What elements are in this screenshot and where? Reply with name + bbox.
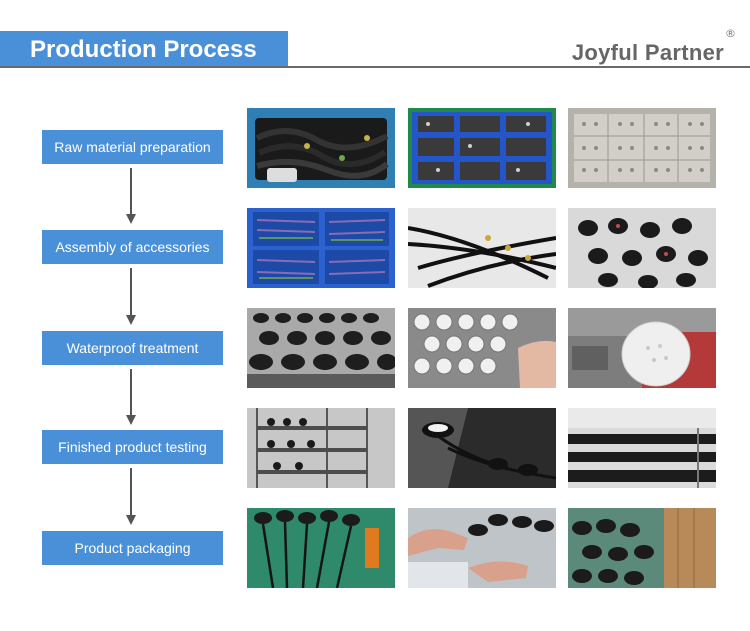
flow-arrow-2	[126, 268, 136, 326]
black-housings-photo	[247, 308, 395, 388]
step-packaging: Product packaging	[42, 531, 223, 565]
step-assembly: Assembly of accessories	[42, 230, 223, 264]
cable-bundle-photo	[247, 108, 395, 188]
hands-packaging-photo	[408, 508, 556, 588]
flow-arrow-1	[126, 168, 136, 226]
lit-lamp-photo	[408, 408, 556, 488]
blue-crate-wires-photo	[247, 208, 395, 288]
registered-mark: ®	[725, 27, 736, 40]
cable-assembly-photo	[408, 208, 556, 288]
potting-disc-photo	[568, 308, 716, 388]
steel-plates-photo	[568, 108, 716, 188]
flow-arrow-3	[126, 369, 136, 427]
header-banner	[0, 31, 288, 67]
header-divider	[0, 66, 750, 68]
boxed-lamps-photo	[568, 508, 716, 588]
flow-arrow-4	[126, 468, 136, 526]
step-raw-material: Raw material preparation	[42, 130, 223, 164]
lamp-rows-photo	[568, 408, 716, 488]
step-waterproof: Waterproof treatment	[42, 331, 223, 365]
step-testing: Finished product testing	[42, 430, 223, 464]
led-panels-photo	[408, 308, 556, 388]
brand-logo: Joyful Partner	[571, 40, 724, 65]
page-title: Production Process	[30, 36, 257, 63]
lamps-on-table-photo	[247, 508, 395, 588]
blue-crate-connectors-photo	[408, 108, 556, 188]
connector-heads-photo	[568, 208, 716, 288]
testing-rack-photo	[247, 408, 395, 488]
